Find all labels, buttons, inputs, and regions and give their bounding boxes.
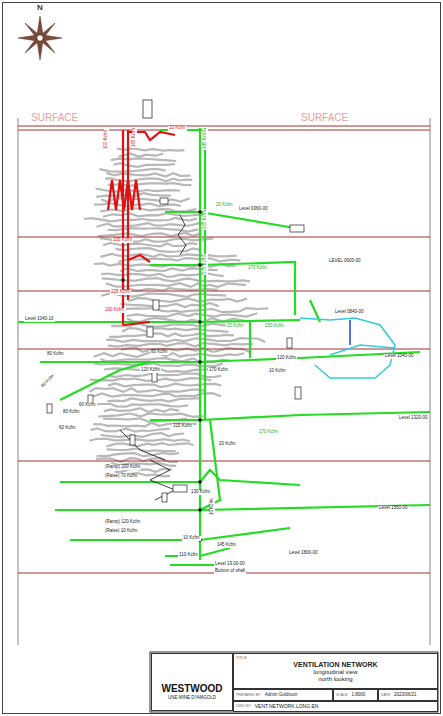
flow-label: 145 Kcfm [216,543,237,548]
flow-label: 120 Kcfm [276,356,297,361]
flow-label: 170 Kcfm [258,430,279,435]
flow-label: 10 Kcfm [168,126,187,131]
secondary-network [300,318,395,378]
cell-heading: SCALE [336,693,347,697]
flow-label: 20 Kcfm [218,442,237,447]
surface-label: SURFACE [300,113,349,123]
flow-label: Level 1560-00 [378,506,409,511]
flow-label: 190 Kcfm [104,308,125,313]
flow-label: 150 Kcfm [264,324,285,329]
flow-label: Level 0360-00 [238,207,269,212]
stope-outlines [84,148,268,476]
flow-label: 80 Kcfm [40,373,56,389]
flow-label: 80 Kcfm [62,410,81,415]
title-block-frame [150,652,438,712]
surface-label: N [36,4,44,12]
surface-label: SURFACE [30,113,79,123]
flow-label: 315 Kcfm [172,424,193,429]
flow-label: (Raise) 70 Kcfm [104,474,138,479]
blue-raise [349,320,351,345]
flow-label: 10 Kcfm [268,369,287,374]
flow-label: Level 1800-00 [288,551,319,556]
flow-label: 130 Kcfm [190,490,211,495]
compass-rose [18,16,62,60]
scale-cell: SCALE 1:8000 [333,689,378,701]
fan-door-symbols [47,198,304,502]
flow-label: 80 Kcfm [150,350,169,355]
flow-label: 225 Kcfm [110,290,131,295]
exhaust-raise [108,130,175,325]
cell-text: VENT.NETWORK.LONG.EN [255,704,319,710]
drawing-number-cell: DWG NO VENT.NETWORK.LONG.EN [233,701,438,712]
flow-label: 110 Kcfm [178,553,199,558]
flow-label: Level 1040-10 [24,317,55,322]
cell-text: north looking [236,676,435,683]
flow-label: (Raise) 10 Kcfm [104,529,138,534]
cell-heading: WESTWOOD [154,683,230,695]
cell-text: UNE MINE D'IAMGOLD [154,695,230,700]
cell-heading: PREPARED BY [236,693,261,697]
margin-line [430,118,431,645]
flow-label: 120 Kcfm [140,368,161,373]
flow-label: LEVEL 0600-00 [328,259,362,264]
flow-label: 60 Kcfm [78,403,97,408]
flow-label: 80 Kcfm [46,352,65,357]
flow-label: 205 Kcfm [112,238,133,243]
fresh-air-network [18,128,430,565]
cell-heading: DWG NO [236,704,251,708]
flow-label: (Ramp) 200 Kcfm [104,465,141,470]
cell-text: 2023/06/21 [394,692,417,697]
cell-text: Admin Guldroon [265,692,298,697]
page-frame [3,3,441,714]
flow-label: 60 Kcfm [58,426,77,431]
flow-label: Bottom of shaft [214,569,246,574]
flow-label: 145 Kcfm [203,129,208,150]
cell-text: longitudinal view [236,669,435,676]
flow-label: Level 1040-00 [384,354,415,359]
cell-text: 1:8000 [351,692,365,697]
margin-line [18,118,19,645]
cell-heading: TITLE [236,656,435,661]
flow-label: 10 Kcfm [182,536,201,541]
flow-label: Level 1320-00 [398,416,429,421]
flow-label: (Ramp) 120 Kcfm [104,520,141,525]
headframe [143,100,152,118]
flow-label: 20 Kcfm [215,203,234,208]
flow-label: Level 0840-00 [334,310,365,315]
cell-heading: DATE [381,693,390,697]
logo-cell: WESTWOODUNE MINE D'IAMGOLD [151,653,233,711]
flow-label: 275 Kcfm [203,254,208,275]
date-cell: DATE 2023/06/21 [378,689,438,701]
flow-label: 10 Kcfm [210,497,215,516]
level-lines [18,126,430,573]
flow-label: Level 19.00-00 [214,562,246,567]
flow-label: 170 Kcfm [247,266,268,271]
flow-label: 165 Kcfm [132,127,137,148]
cell-text: VENTILATION NETWORK [236,661,435,669]
flow-label: 200 Kcfm [203,209,208,230]
flow-label: 20 Kcfm [226,324,245,329]
flow-label: 170 Kcfm [208,368,229,373]
title-cell: TITLEVENTILATION NETWORKlongitudinal vie… [233,653,438,689]
ramp-lines [120,215,186,500]
prepared-cell: PREPARED BY Admin Guldroon [233,689,333,701]
flow-label: 100 Kcfm [104,129,109,150]
